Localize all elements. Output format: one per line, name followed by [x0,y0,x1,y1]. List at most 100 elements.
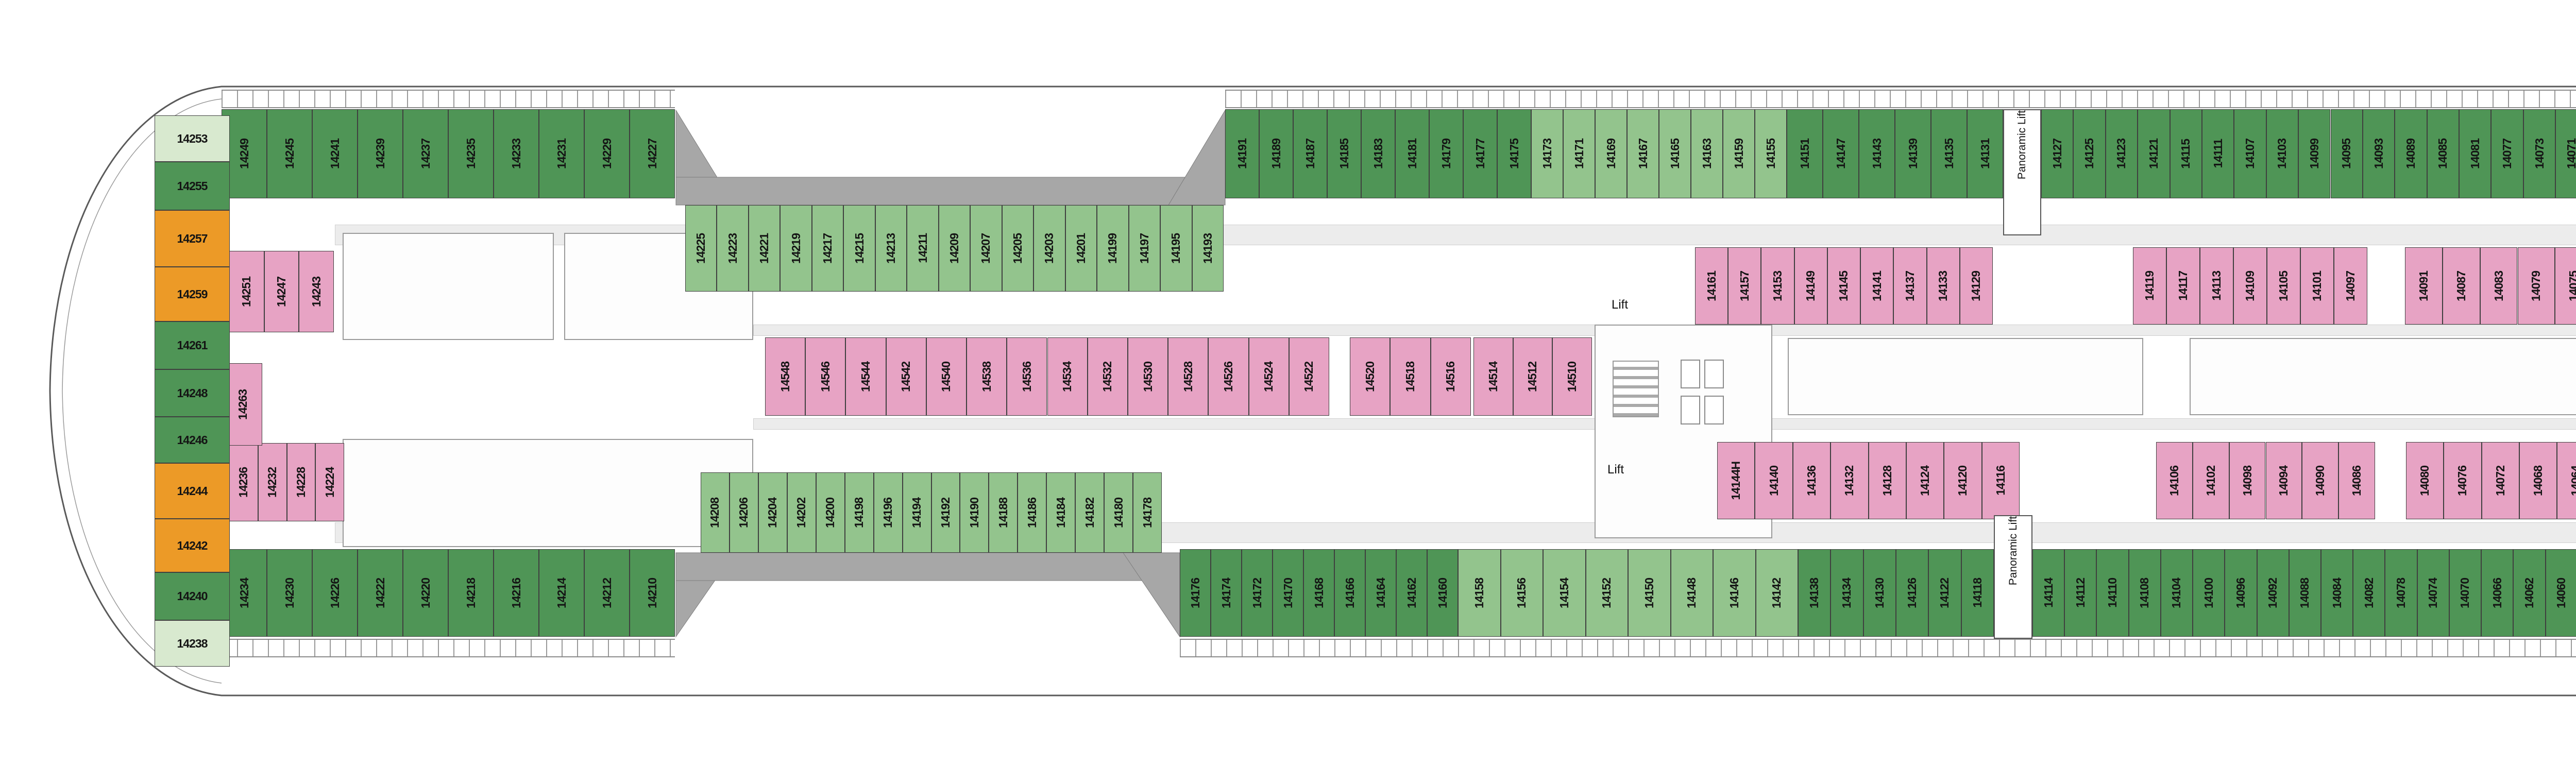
cabin-14238[interactable]: 14238 [155,620,230,667]
cabin-14218[interactable]: 14218 [448,549,494,637]
cabin-14159[interactable]: 14159 [1723,109,1755,198]
cabin-14169[interactable]: 14169 [1595,109,1627,198]
cabin-14084[interactable]: 14084 [2321,549,2353,637]
cabin-14170[interactable]: 14170 [1273,549,1303,637]
cabin-14261[interactable]: 14261 [155,321,230,369]
cabin-14512[interactable]: 14512 [1513,337,1553,416]
cabin-14548[interactable]: 14548 [765,337,806,416]
cabin-14162[interactable]: 14162 [1396,549,1427,637]
cabin-14530[interactable]: 14530 [1127,337,1168,416]
cabin-14229[interactable]: 14229 [584,109,630,198]
cabin-14237[interactable]: 14237 [403,109,448,198]
cabin-14115[interactable]: 14115 [2170,109,2202,198]
cabin-14086[interactable]: 14086 [2338,442,2375,519]
cabin-14195[interactable]: 14195 [1160,205,1192,292]
cabin-14078[interactable]: 14078 [2385,549,2417,637]
cabin-14132[interactable]: 14132 [1831,442,1869,519]
cabin-14185[interactable]: 14185 [1327,109,1361,198]
cabin-14522[interactable]: 14522 [1289,337,1329,416]
cabin-14196[interactable]: 14196 [873,472,903,553]
cabin-14244[interactable]: 14244 [155,463,230,519]
cabin-14167[interactable]: 14167 [1627,109,1659,198]
cabin-14211[interactable]: 14211 [907,205,939,292]
cabin-14068[interactable]: 14068 [2519,442,2557,519]
cabin-14534[interactable]: 14534 [1047,337,1088,416]
cabin-14142[interactable]: 14142 [1755,549,1798,637]
cabin-14083[interactable]: 14083 [2480,247,2518,325]
cabin-14156[interactable]: 14156 [1500,549,1543,637]
cabin-14101[interactable]: 14101 [2300,247,2334,325]
cabin-14221[interactable]: 14221 [748,205,781,292]
cabin-14233[interactable]: 14233 [494,109,539,198]
cabin-14248[interactable]: 14248 [155,369,230,417]
cabin-14145[interactable]: 14145 [1827,247,1861,325]
cabin-14179[interactable]: 14179 [1429,109,1463,198]
cabin-14243[interactable]: 14243 [299,251,334,332]
cabin-14102[interactable]: 14102 [2192,442,2229,519]
cabin-14095[interactable]: 14095 [2330,109,2363,198]
cabin-14255[interactable]: 14255 [155,162,230,210]
cabin-14216[interactable]: 14216 [494,549,539,637]
cabin-14188[interactable]: 14188 [989,472,1018,553]
cabin-14081[interactable]: 14081 [2459,109,2492,198]
cabin-14223[interactable]: 14223 [717,205,749,292]
cabin-14214[interactable]: 14214 [539,549,584,637]
cabin-14189[interactable]: 14189 [1259,109,1293,198]
cabin-14117[interactable]: 14117 [2166,247,2200,325]
cabin-14126[interactable]: 14126 [1896,549,1929,637]
cabin-14217[interactable]: 14217 [811,205,844,292]
cabin-14131[interactable]: 14131 [1967,109,2003,198]
cabin-14109[interactable]: 14109 [2233,247,2267,325]
cabin-14544[interactable]: 14544 [845,337,886,416]
cabin-14111[interactable]: 14111 [2201,109,2234,198]
cabin-14133[interactable]: 14133 [1926,247,1960,325]
cabin-14151[interactable]: 14151 [1787,109,1823,198]
cabin-14239[interactable]: 14239 [358,109,403,198]
cabin-14518[interactable]: 14518 [1390,337,1431,416]
cabin-14073[interactable]: 14073 [2523,109,2556,198]
cabin-14158[interactable]: 14158 [1458,549,1501,637]
cabin-14242[interactable]: 14242 [155,519,230,572]
cabin-14143[interactable]: 14143 [1859,109,1895,198]
cabin-14140[interactable]: 14140 [1755,442,1793,519]
cabin-14193[interactable]: 14193 [1192,205,1224,292]
cabin-14161[interactable]: 14161 [1695,247,1728,325]
cabin-14165[interactable]: 14165 [1659,109,1691,198]
cabin-14092[interactable]: 14092 [2257,549,2289,637]
cabin-14240[interactable]: 14240 [155,572,230,620]
cabin-14246[interactable]: 14246 [155,417,230,463]
cabin-14212[interactable]: 14212 [584,549,630,637]
cabin-14215[interactable]: 14215 [843,205,875,292]
cabin-14062[interactable]: 14062 [2513,549,2546,637]
cabin-14116[interactable]: 14116 [1981,442,2020,519]
cabin-14171[interactable]: 14171 [1563,109,1595,198]
cabin-14137[interactable]: 14137 [1893,247,1927,325]
cabin-14070[interactable]: 14070 [2449,549,2482,637]
cabin-14224[interactable]: 14224 [315,443,344,521]
cabin-14123[interactable]: 14123 [2105,109,2138,198]
cabin-14175[interactable]: 14175 [1497,109,1531,198]
cabin-14114[interactable]: 14114 [2032,549,2065,637]
cabin-14089[interactable]: 14089 [2395,109,2427,198]
cabin-14542[interactable]: 14542 [886,337,926,416]
cabin-14532[interactable]: 14532 [1087,337,1128,416]
cabin-14064[interactable]: 14064 [2557,442,2576,519]
cabin-14085[interactable]: 14085 [2427,109,2460,198]
cabin-14164[interactable]: 14164 [1365,549,1396,637]
cabin-14099[interactable]: 14099 [2298,109,2331,198]
cabin-14157[interactable]: 14157 [1728,247,1761,325]
cabin-14129[interactable]: 14129 [1959,247,1993,325]
cabin-14153[interactable]: 14153 [1761,247,1794,325]
cabin-14204[interactable]: 14204 [758,472,787,553]
cabin-14231[interactable]: 14231 [539,109,584,198]
cabin-14259[interactable]: 14259 [155,267,230,321]
cabin-14082[interactable]: 14082 [2353,549,2385,637]
cabin-14119[interactable]: 14119 [2133,247,2166,325]
cabin-14247[interactable]: 14247 [264,251,299,332]
cabin-14077[interactable]: 14077 [2491,109,2523,198]
cabin-14205[interactable]: 14205 [1002,205,1034,292]
cabin-14194[interactable]: 14194 [902,472,931,553]
cabin-14118[interactable]: 14118 [1961,549,1994,637]
cabin-14103[interactable]: 14103 [2266,109,2299,198]
cabin-14094[interactable]: 14094 [2265,442,2302,519]
